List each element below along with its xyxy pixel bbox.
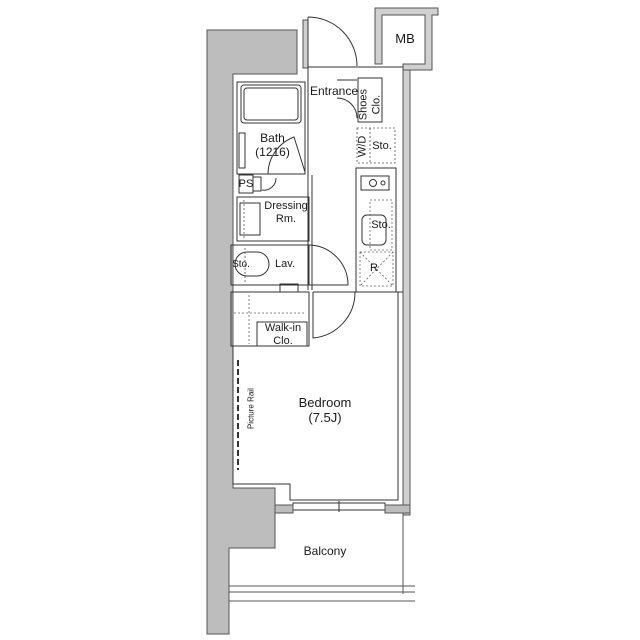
room-label-walkin-closet: Walk-in Clo. [260,322,306,347]
refrigerator [359,251,394,287]
dressing-room [236,196,310,242]
entrance-door [307,16,358,67]
right-wall [402,69,411,516]
room-label-ps: PS [238,178,254,190]
left-wall [206,29,298,635]
room-label-bath: Bath (1216) [250,131,295,160]
bath-room [236,81,306,175]
room-label-sto-top: Sto. [372,140,392,152]
walkin-clo-label: Clo. [273,334,293,347]
room-label-shoes-closet: Shoes Clo. [357,85,382,125]
bedroom [232,292,399,501]
room-label-refrigerator: R [370,262,378,274]
bath-label: Bath [260,131,285,145]
room-label-balcony: Balcony [303,544,347,558]
mb-walls [374,7,439,71]
bathtub [240,84,302,124]
bedroom-label: Bedroom [298,395,352,410]
rm-label: Rm. [275,212,297,225]
room-label-mb: MB [395,31,415,46]
room-label-dressing: Dressing Rm. [260,200,312,225]
room-label-sto-lav: Sto. [232,259,250,270]
shoes-label: Shoes [357,89,370,121]
room-label-entrance: Entrance [309,84,359,98]
lav-door [308,244,349,286]
shoes-closet [357,77,383,123]
room-label-lav: Lav. [275,258,295,270]
room-label-bedroom: Bedroom (7.5J) [290,395,360,426]
picture-rail-label: Picture Rail [246,388,256,430]
stove [360,175,390,191]
toilet [234,251,270,277]
dressing-label: Dressing [264,200,308,212]
lav-room [230,244,310,286]
bedroom-door [312,291,356,339]
clo-label: Clo. [370,94,382,115]
washbasin [239,202,261,236]
sink [361,214,387,246]
bedroom-size-label: (7.5J) [308,409,342,425]
room-label-sto-kitchen: Sto. [371,219,391,231]
wd-storage [356,127,396,164]
bath-size-label: (1216) [255,144,290,159]
bath-door [267,136,306,175]
walkin-label: Walk-in [264,322,302,334]
